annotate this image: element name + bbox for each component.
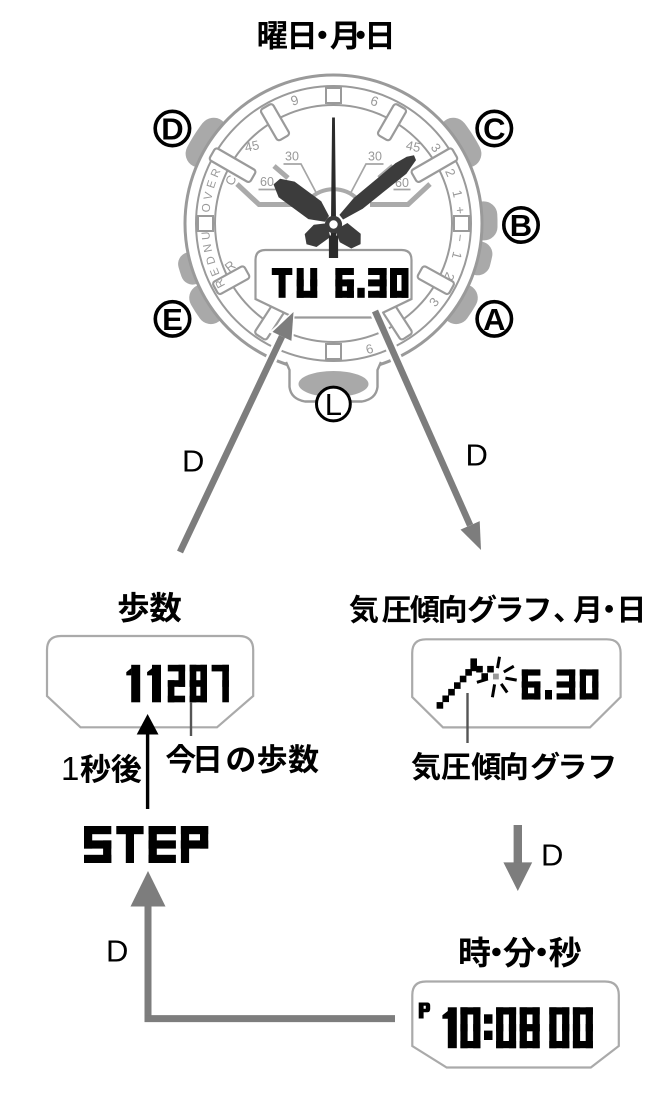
svg-text:9: 9 <box>289 92 301 109</box>
svg-text:60: 60 <box>260 175 274 189</box>
svg-text:D: D <box>106 934 128 969</box>
svg-text:30: 30 <box>368 150 382 164</box>
svg-text:C: C <box>483 112 505 147</box>
svg-text:1: 1 <box>449 188 465 199</box>
svg-text:1: 1 <box>449 250 465 261</box>
svg-text:−: − <box>452 233 468 242</box>
svg-text:D: D <box>161 112 183 147</box>
svg-text:A: A <box>483 302 505 337</box>
svg-text:D: D <box>541 838 563 873</box>
svg-text:E: E <box>205 179 219 190</box>
svg-text:45: 45 <box>243 137 260 155</box>
svg-text:45: 45 <box>405 138 422 156</box>
svg-text:E: E <box>162 302 183 337</box>
svg-text:D: D <box>204 254 218 265</box>
svg-text:D: D <box>182 444 204 479</box>
svg-text:6: 6 <box>364 341 375 357</box>
svg-text:B: B <box>510 208 532 243</box>
svg-text:1: 1 <box>61 750 79 787</box>
svg-text:6: 6 <box>369 93 381 110</box>
svg-text:N: N <box>202 243 215 253</box>
svg-text:+: + <box>452 206 468 215</box>
svg-text:D: D <box>466 438 488 473</box>
svg-text:U: U <box>200 231 213 240</box>
svg-text:O: O <box>200 203 213 213</box>
svg-text:L: L <box>325 387 342 422</box>
svg-text:30: 30 <box>285 150 299 164</box>
svg-text:V: V <box>202 191 215 201</box>
svg-text:E: E <box>208 266 222 278</box>
